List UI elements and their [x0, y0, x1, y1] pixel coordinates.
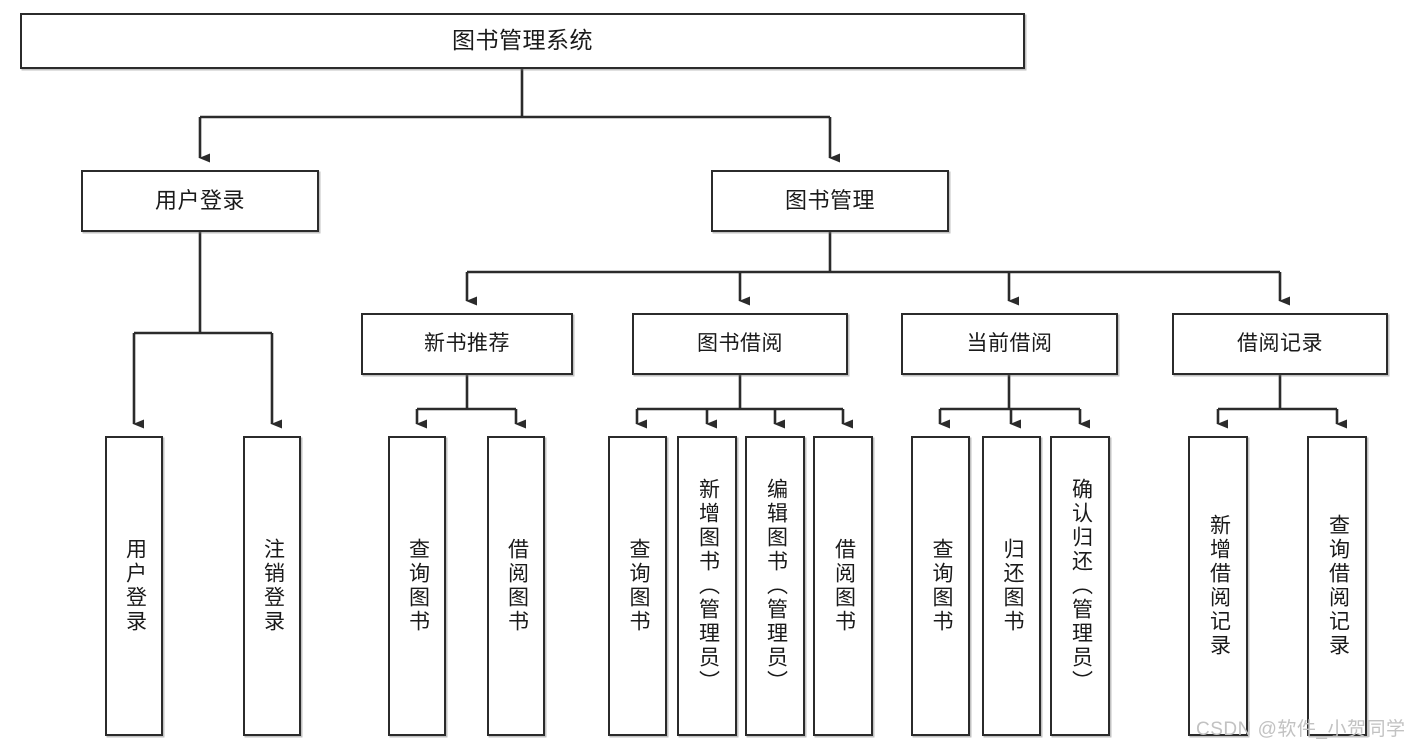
node-new-book-rec[interactable]: 新书推荐	[361, 313, 573, 375]
node-root-label: 图书管理系统	[452, 27, 593, 54]
node-leaf-user-login-label: 用户登录	[123, 538, 147, 634]
node-leaf-add-book-label: 新增图书（管理员）	[696, 478, 720, 694]
node-leaf-confirm-return[interactable]: 确认归还（管理员）	[1050, 436, 1110, 736]
node-leaf-confirm-return-label: 确认归还（管理员）	[1069, 478, 1093, 694]
node-leaf-add-record-label: 新增借阅记录	[1207, 514, 1231, 658]
node-leaf-query-book-1-label: 查询图书	[406, 538, 430, 634]
node-current-borrow-label: 当前借阅	[966, 331, 1053, 355]
node-leaf-add-record[interactable]: 新增借阅记录	[1188, 436, 1248, 736]
node-book-borrow[interactable]: 图书借阅	[632, 313, 848, 375]
node-leaf-add-book[interactable]: 新增图书（管理员）	[677, 436, 737, 736]
node-leaf-edit-book-label: 编辑图书（管理员）	[764, 478, 788, 694]
node-borrow-record-label: 借阅记录	[1237, 331, 1323, 355]
node-leaf-return-book[interactable]: 归还图书	[982, 436, 1041, 736]
node-leaf-return-book-label: 归还图书	[1000, 538, 1024, 634]
node-leaf-query-book-1[interactable]: 查询图书	[388, 436, 446, 736]
node-book-manage[interactable]: 图书管理	[711, 170, 949, 232]
node-leaf-edit-book[interactable]: 编辑图书（管理员）	[745, 436, 805, 736]
node-borrow-record[interactable]: 借阅记录	[1172, 313, 1388, 375]
node-leaf-logout[interactable]: 注销登录	[243, 436, 301, 736]
node-leaf-user-login[interactable]: 用户登录	[105, 436, 163, 736]
node-leaf-query-book-3[interactable]: 查询图书	[911, 436, 970, 736]
node-leaf-query-book-2[interactable]: 查询图书	[608, 436, 667, 736]
csdn-watermark: CSDN @软件_小贺同学	[1196, 719, 1405, 740]
node-user-login-label: 用户登录	[154, 187, 245, 213]
node-book-manage-label: 图书管理	[784, 187, 875, 213]
node-new-book-rec-label: 新书推荐	[424, 331, 510, 355]
node-root[interactable]: 图书管理系统	[20, 13, 1025, 69]
node-current-borrow[interactable]: 当前借阅	[901, 313, 1118, 375]
node-leaf-borrow-book-2-label: 借阅图书	[832, 538, 856, 634]
node-leaf-query-book-3-label: 查询图书	[929, 538, 953, 634]
node-user-login[interactable]: 用户登录	[81, 170, 319, 232]
node-leaf-borrow-book-1-label: 借阅图书	[505, 538, 529, 634]
node-leaf-borrow-book-2[interactable]: 借阅图书	[813, 436, 873, 736]
node-leaf-query-record[interactable]: 查询借阅记录	[1307, 436, 1367, 736]
node-book-borrow-label: 图书借阅	[697, 331, 783, 355]
node-leaf-logout-label: 注销登录	[261, 538, 285, 634]
node-leaf-borrow-book-1[interactable]: 借阅图书	[487, 436, 545, 736]
node-leaf-query-book-2-label: 查询图书	[626, 538, 650, 634]
node-leaf-query-record-label: 查询借阅记录	[1326, 514, 1350, 658]
